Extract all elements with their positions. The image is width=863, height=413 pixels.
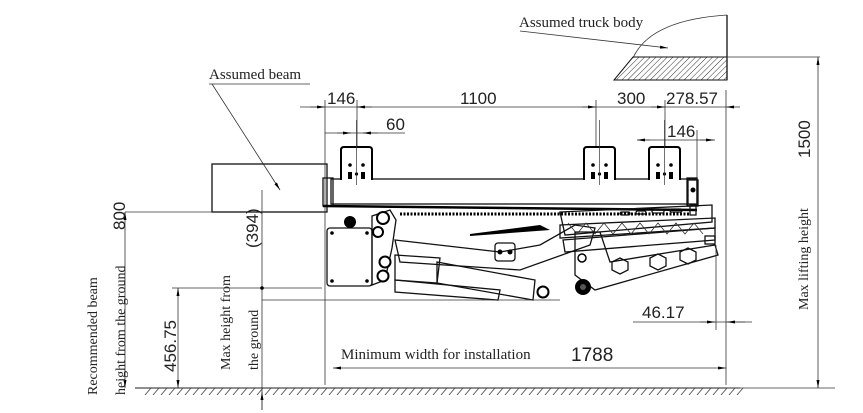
recommended-beam-label-line2: height from the ground — [114, 266, 129, 395]
dim-300: 300 — [617, 89, 645, 108]
slider-block — [583, 120, 616, 185]
dim-146-left: 146 — [327, 89, 355, 108]
slider-block — [340, 120, 373, 185]
lift-mechanism — [326, 179, 719, 301]
max-lifting-dim — [727, 57, 835, 389]
slider-blocks — [340, 120, 681, 185]
dim-1500: 1500 — [795, 120, 814, 158]
truck-body-leader — [519, 30, 669, 49]
ground-line — [135, 387, 744, 396]
slider-block — [648, 120, 681, 185]
beam-leader — [211, 83, 281, 191]
max-lifting-label: Max lifting height — [797, 208, 812, 310]
control-box — [326, 227, 373, 287]
max-height-label-line2: the ground — [247, 310, 262, 370]
dim-146-right: 146 — [667, 122, 695, 141]
dim-278-57: 278.57 — [666, 89, 718, 108]
dim-46-17: 46.17 — [642, 303, 685, 322]
dim-394: (394) — [243, 208, 262, 248]
left-dimensions — [123, 190, 560, 410]
min-width-label: Minimum width for installation — [341, 347, 531, 363]
assumed-beam — [211, 163, 328, 213]
truck-body-label: Assumed truck body — [519, 15, 644, 31]
recommended-beam-label-line1: Recommended beam — [86, 277, 101, 395]
dim-1788: 1788 — [571, 345, 613, 366]
max-height-label-line1: Max height from — [219, 275, 234, 370]
platform-beam — [322, 177, 698, 212]
dim-1100: 1100 — [460, 89, 497, 108]
beam-label: Assumed beam — [209, 67, 301, 83]
dim-800: 800 — [110, 202, 129, 230]
truck-body — [612, 14, 820, 81]
dim-60: 60 — [386, 115, 405, 134]
dim-456-75: 456.75 — [161, 320, 180, 372]
dim-46-line — [633, 245, 752, 330]
